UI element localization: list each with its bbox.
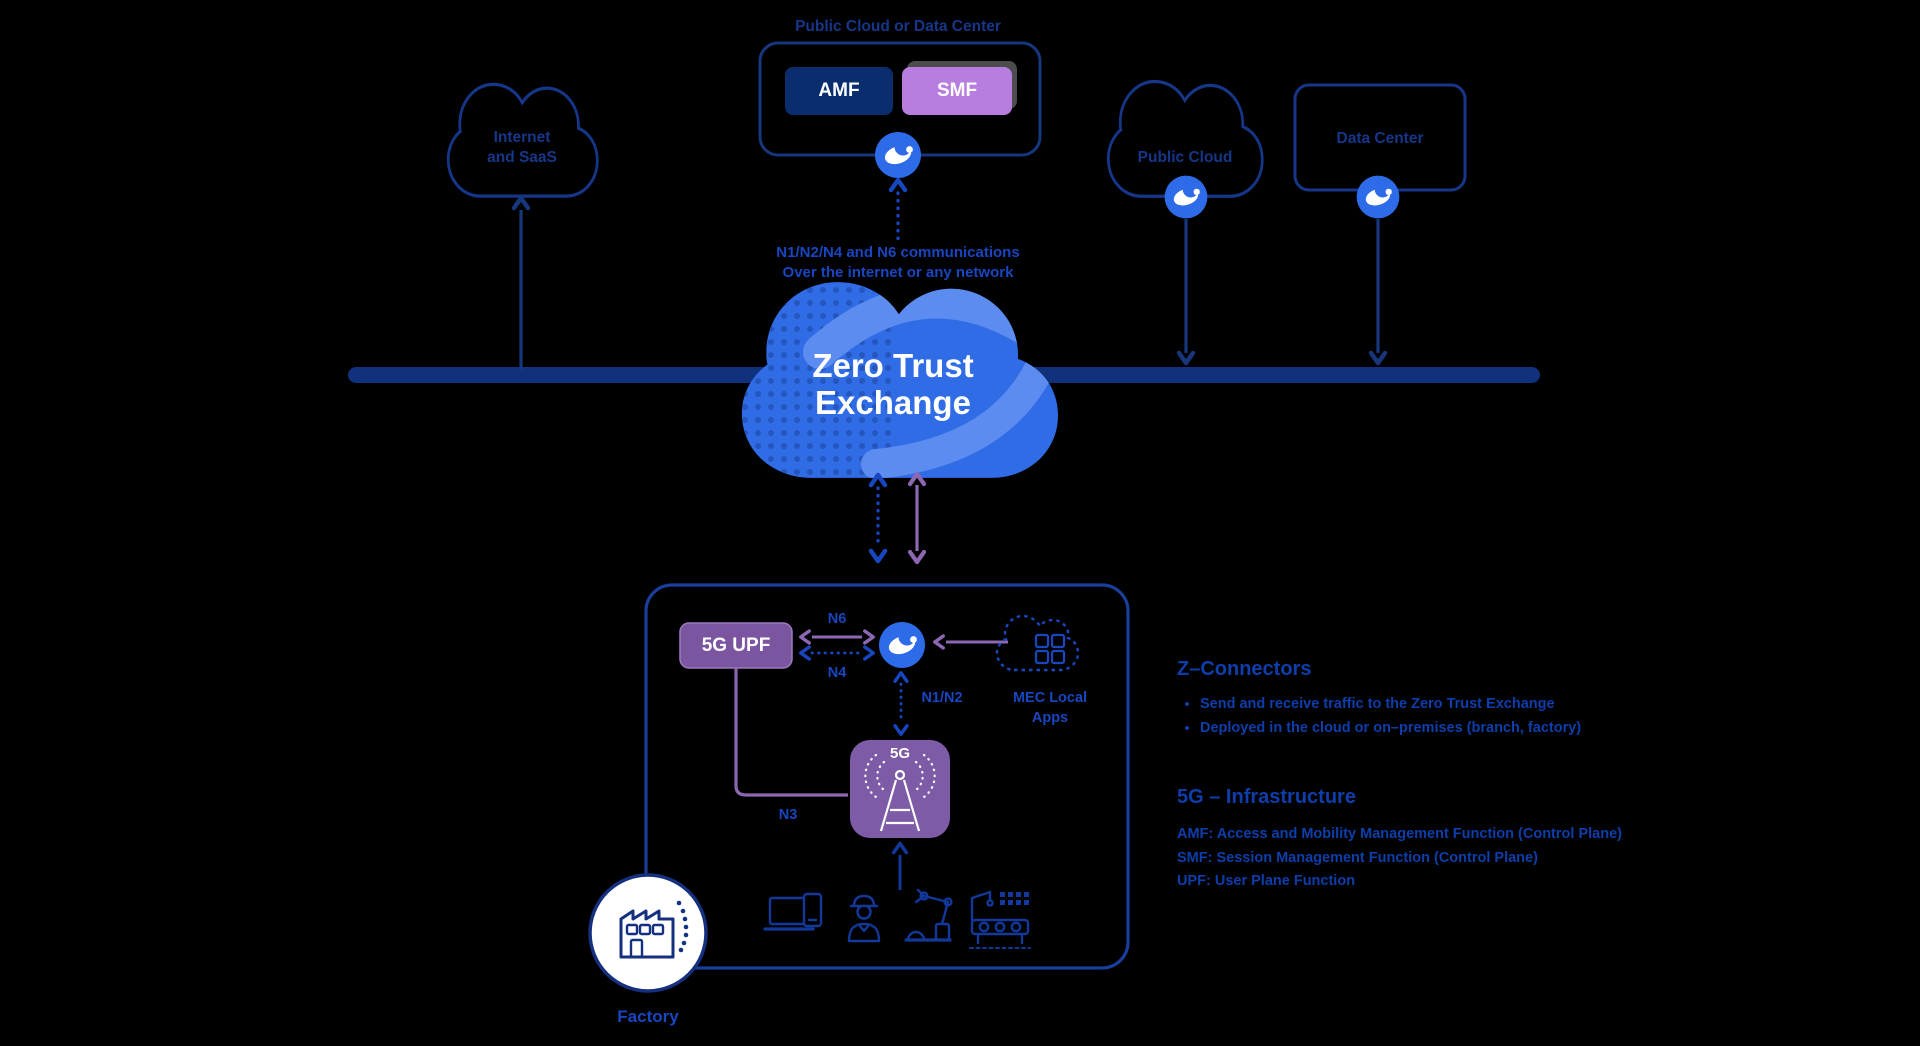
n4-arrow xyxy=(799,645,875,661)
z-connectors-title: Z–Connectors xyxy=(1177,658,1312,680)
infrastructure-title: 5G – Infrastructure xyxy=(1177,786,1356,808)
internet-saas-label: Internet and SaaS xyxy=(487,129,557,166)
n6-label: N6 xyxy=(827,611,847,627)
factory-label: Factory xyxy=(617,1007,679,1026)
mec-apps-cloud-icon xyxy=(995,614,1080,672)
group-label: Public Cloud or Data Center xyxy=(795,18,1001,35)
zero-trust-exchange-label: Zero Trust Exchange xyxy=(812,347,974,421)
zscaler-connector-icon xyxy=(1164,175,1208,219)
data-center-label: Data Center xyxy=(1336,130,1424,147)
conveyor-machine-icon xyxy=(969,890,1031,949)
n1n2-arrow xyxy=(893,671,909,736)
amf-box-label: AMF xyxy=(818,80,860,102)
mec-apps-label: MEC Local Apps xyxy=(1012,690,1088,726)
internet-saas-link xyxy=(514,198,528,370)
factory-site-box xyxy=(644,583,1130,970)
exchange-site-solid-arrow xyxy=(910,474,924,562)
exchange-site-dashed-arrow xyxy=(871,475,885,561)
infrastructure-line: SMF: Session Management Function (Contro… xyxy=(1177,850,1538,866)
upf-label: 5G UPF xyxy=(701,634,771,656)
worker-icon xyxy=(847,894,881,943)
laptop-phone-icon xyxy=(763,892,823,931)
zscaler-connector-icon xyxy=(875,132,921,178)
n3-label: N3 xyxy=(778,807,798,823)
factory-icon xyxy=(619,900,689,959)
smf-box-label: SMF xyxy=(936,80,978,102)
public-cloud-link xyxy=(1179,219,1193,363)
n1n2-label: N1/N2 xyxy=(921,690,963,706)
z-connectors-bullet: Send and receive traffic to the Zero Tru… xyxy=(1200,695,1620,713)
amf-smf-comm-arrow xyxy=(891,180,905,243)
public-cloud-label: Public Cloud xyxy=(1137,149,1233,166)
5g-antenna-tower-icon xyxy=(864,753,936,832)
data-center-link xyxy=(1371,219,1385,363)
n4-label: N4 xyxy=(827,665,847,681)
n6-arrow xyxy=(799,629,875,645)
comm-note: N1/N2/N4 and N6 communications Over the … xyxy=(776,244,1020,281)
infrastructure-line: AMF: Access and Mobility Management Func… xyxy=(1177,826,1622,842)
ran-tower-box xyxy=(850,740,950,838)
robotic-arm-icon xyxy=(904,888,953,942)
z-connectors-bullet: Deployed in the cloud or on–premises (br… xyxy=(1200,719,1620,737)
infrastructure-line: UPF: User Plane Function xyxy=(1177,873,1356,889)
mec-arrow xyxy=(933,634,1008,650)
n3-line xyxy=(734,668,848,797)
public-cloud-or-datacenter-box xyxy=(758,41,1042,157)
devices-ran-arrow xyxy=(891,841,909,890)
zscaler-connector-icon xyxy=(879,622,925,668)
ran-5g-label: 5G xyxy=(889,745,911,762)
zscaler-connector-icon xyxy=(1356,175,1400,219)
factory-badge xyxy=(588,873,708,993)
z-connectors-bullets: Send and receive traffic to the Zero Tru… xyxy=(1180,695,1620,743)
